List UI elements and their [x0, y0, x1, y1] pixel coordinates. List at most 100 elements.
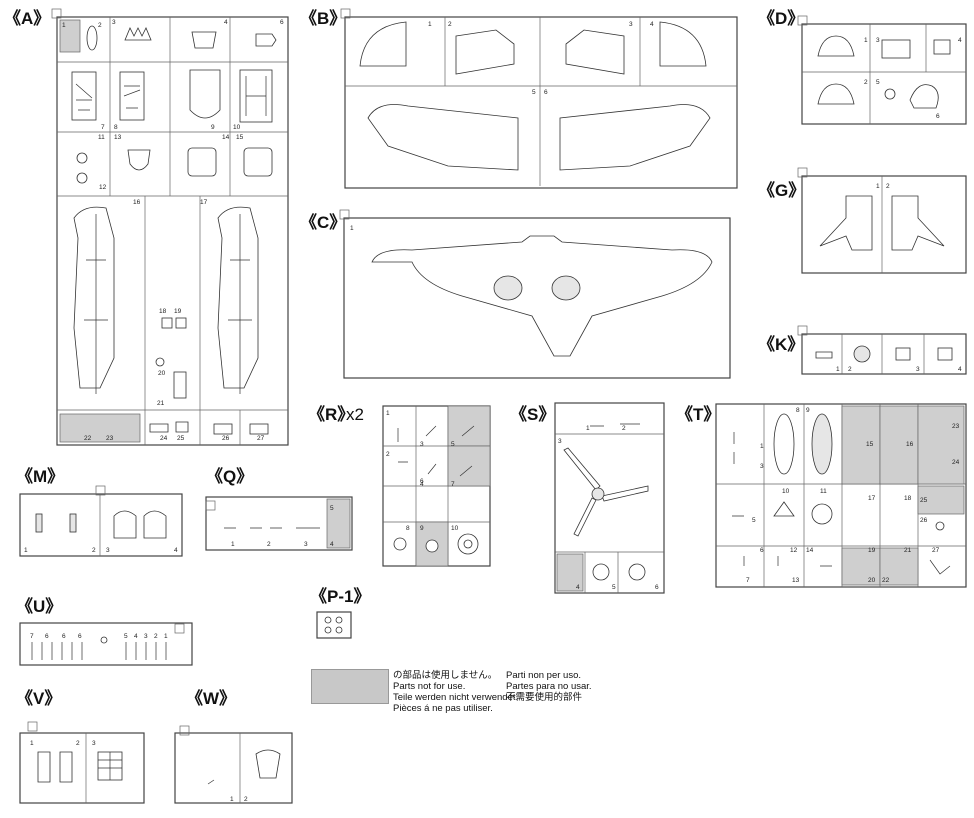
sprue-d: 《D》 1 2 3 4 5 6: [758, 8, 967, 125]
sprue-s-frame: [554, 402, 665, 594]
svg-text:19: 19: [868, 547, 876, 554]
svg-text:4: 4: [224, 19, 228, 26]
svg-text:22: 22: [84, 435, 92, 442]
legend-fr: Pièces á ne pas utiliser.: [393, 703, 493, 714]
part-a25: [175, 421, 189, 433]
svg-text:3: 3: [92, 740, 96, 747]
sprue-c-label: 《C》: [300, 212, 346, 232]
part-a14: [187, 147, 217, 177]
sprue-w-label: 《W》: [186, 688, 236, 708]
svg-text:7: 7: [101, 124, 105, 131]
sprue-g-frame: [801, 175, 967, 274]
svg-text:1: 1: [428, 21, 432, 28]
part-a27: [249, 423, 269, 435]
svg-text:2: 2: [886, 183, 890, 190]
sprue-k-label: 《K》: [758, 334, 804, 354]
svg-text:3: 3: [106, 547, 110, 554]
svg-text:13: 13: [792, 577, 800, 584]
svg-text:25: 25: [177, 435, 185, 442]
part-b6-wing-upper-right: [559, 104, 711, 171]
svg-text:5: 5: [330, 505, 334, 512]
part-m4: [143, 510, 167, 539]
svg-text:26: 26: [920, 517, 928, 524]
sprue-k-numbers: 1 2 3 4: [836, 366, 962, 373]
svg-text:6: 6: [544, 89, 548, 96]
part-s3-hub: [591, 487, 605, 501]
sprue-s-numbers: 1 2 3 4 5 6: [558, 425, 659, 591]
svg-text:1: 1: [836, 366, 840, 373]
svg-text:4: 4: [420, 481, 424, 488]
sprue-d-numbers: 1 2 3 4 5 6: [864, 37, 962, 120]
svg-text:2: 2: [448, 21, 452, 28]
sprue-q-numbers: 1 2 3 4 5: [231, 505, 334, 548]
svg-text:19: 19: [174, 308, 182, 315]
sprue-g: 《G》 1 2: [758, 167, 967, 274]
sprue-t: 《T》 1 3 5 6 7 8 9 10 11 12 13 14 15 16: [676, 403, 967, 588]
legend-ja: の部品は使用しません。: [393, 670, 498, 681]
svg-text:6: 6: [936, 113, 940, 120]
svg-text:5: 5: [612, 584, 616, 591]
part-a8: [119, 71, 145, 121]
sprue-a-tag-icon: [51, 8, 62, 19]
legend-en: Parts not for use.: [393, 681, 466, 692]
svg-text:14: 14: [806, 547, 814, 554]
svg-text:15: 15: [866, 441, 874, 448]
part-r9: [425, 539, 439, 553]
svg-text:20: 20: [158, 370, 166, 377]
svg-text:21: 21: [157, 400, 165, 407]
part-a20: [155, 357, 165, 367]
svg-text:26: 26: [222, 435, 230, 442]
sprue-r-numbers: 1 2 3 4 5 6 7 8 9 10: [386, 410, 459, 532]
part-m3: [113, 510, 137, 539]
svg-text:8: 8: [114, 124, 118, 131]
svg-text:9: 9: [211, 124, 215, 131]
sprue-q-frame: [205, 496, 353, 551]
svg-text:27: 27: [257, 435, 265, 442]
part-s3-propeller-blade-3: [573, 497, 597, 537]
svg-text:6: 6: [45, 633, 49, 640]
svg-text:10: 10: [233, 124, 241, 131]
part-a11: [76, 152, 88, 164]
part-t10: [773, 501, 795, 517]
svg-text:3: 3: [420, 441, 424, 448]
svg-text:1: 1: [386, 410, 390, 417]
svg-text:1: 1: [30, 740, 34, 747]
part-s4-unused: [556, 553, 584, 592]
sprue-w-frame: [174, 732, 293, 804]
part-r7-unused: [447, 445, 491, 487]
svg-text:8: 8: [406, 525, 410, 532]
svg-text:6: 6: [280, 19, 284, 26]
part-a7: [71, 71, 97, 121]
svg-text:3: 3: [876, 37, 880, 44]
svg-text:2: 2: [244, 796, 248, 803]
sprue-m: 《M》 1 2 3 4: [16, 466, 183, 557]
part-m2: [69, 513, 77, 533]
svg-text:5: 5: [532, 89, 536, 96]
legend-de: Teile werden nicht verwendet.: [393, 692, 519, 703]
sprue-u-frame: [19, 622, 193, 666]
part-b4: [659, 21, 707, 67]
svg-text:11: 11: [98, 134, 105, 141]
sprue-s: 《S》 1 2 3 4 5 6: [510, 402, 665, 594]
part-k4: [937, 347, 953, 361]
part-d4: [933, 39, 951, 55]
sprue-r: 《R》 x2 1 2 3 4 5 6 7 8 9 10: [308, 404, 491, 567]
sprue-d-frame: [801, 23, 967, 125]
svg-text:1: 1: [230, 796, 234, 803]
svg-text:22: 22: [882, 577, 890, 584]
part-q5-unused: [326, 498, 351, 549]
svg-text:6: 6: [420, 478, 424, 485]
part-a1-unused: [59, 19, 81, 53]
sprue-c: 《C》 1: [300, 209, 731, 379]
part-b5-wing-upper-left: [367, 104, 519, 171]
sprue-k-frame: [801, 333, 967, 375]
part-a16-fuselage-left: [73, 206, 115, 389]
svg-text:7: 7: [451, 481, 455, 488]
part-g1: [819, 195, 873, 251]
svg-text:23: 23: [952, 423, 960, 430]
svg-text:4: 4: [650, 21, 654, 28]
sprue-u-label: 《U》: [16, 596, 62, 616]
svg-text:10: 10: [782, 488, 790, 495]
part-d3: [881, 39, 911, 59]
